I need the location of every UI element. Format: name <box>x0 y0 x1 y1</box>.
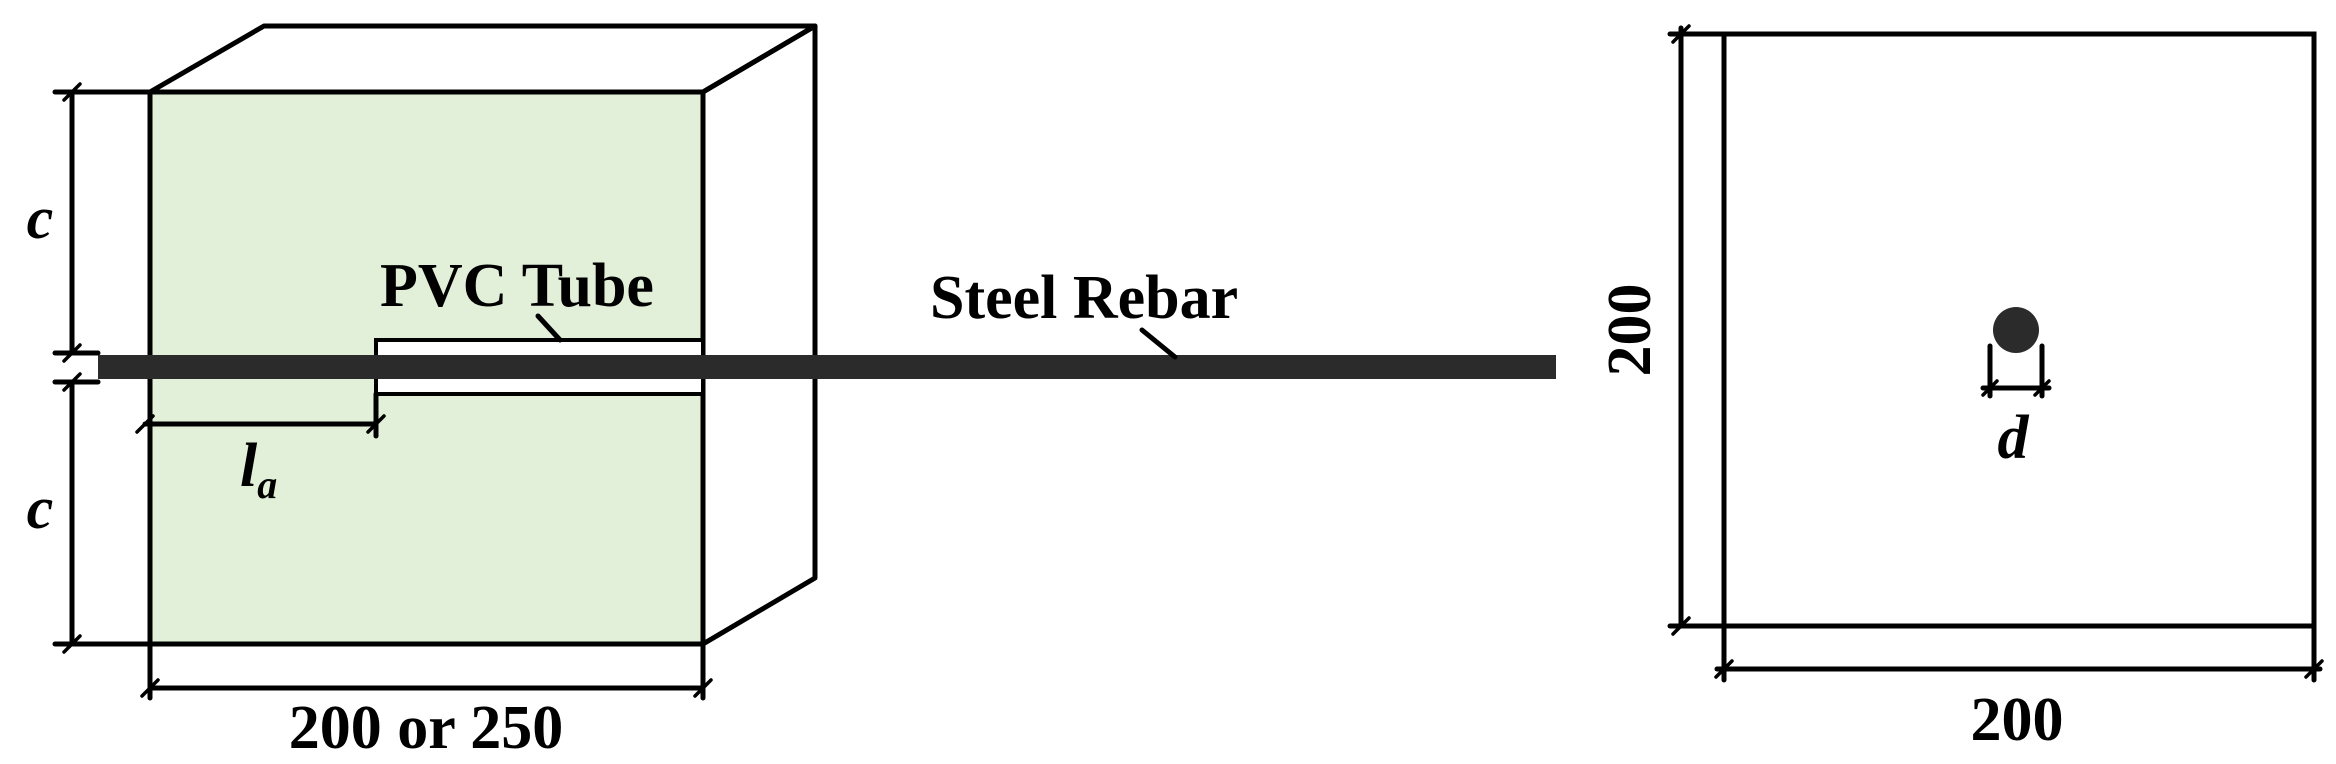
block-side-face <box>700 23 818 647</box>
rebar-leader-line <box>1139 327 1178 360</box>
cover-top-label: c <box>27 185 54 251</box>
section-width-label: 200 <box>1971 686 2064 754</box>
rebar-section-circle <box>1993 307 2039 353</box>
steel-rebar-label: Steel Rebar <box>930 264 1238 332</box>
length-dimension <box>140 641 713 701</box>
concrete-block <box>147 23 818 647</box>
cover-dimension <box>52 82 153 654</box>
diameter-dimension <box>1980 343 2052 399</box>
anchorage-length-label: la <box>240 432 277 507</box>
anchorage-length-dimension <box>135 391 386 439</box>
cover-bottom-label: c <box>27 475 54 541</box>
cross-section <box>1667 24 2324 683</box>
length-label: 200 or 250 <box>289 694 563 762</box>
steel-rebar <box>98 355 1556 379</box>
section-height-label: 200 <box>1596 284 1664 377</box>
anchorage-length-main: l <box>240 432 258 500</box>
diameter-label: d <box>1998 404 2030 472</box>
pvc-tube-label: PVC Tube <box>380 252 654 320</box>
anchorage-length-sub: a <box>257 462 277 507</box>
pvc-leader-line <box>535 313 563 343</box>
